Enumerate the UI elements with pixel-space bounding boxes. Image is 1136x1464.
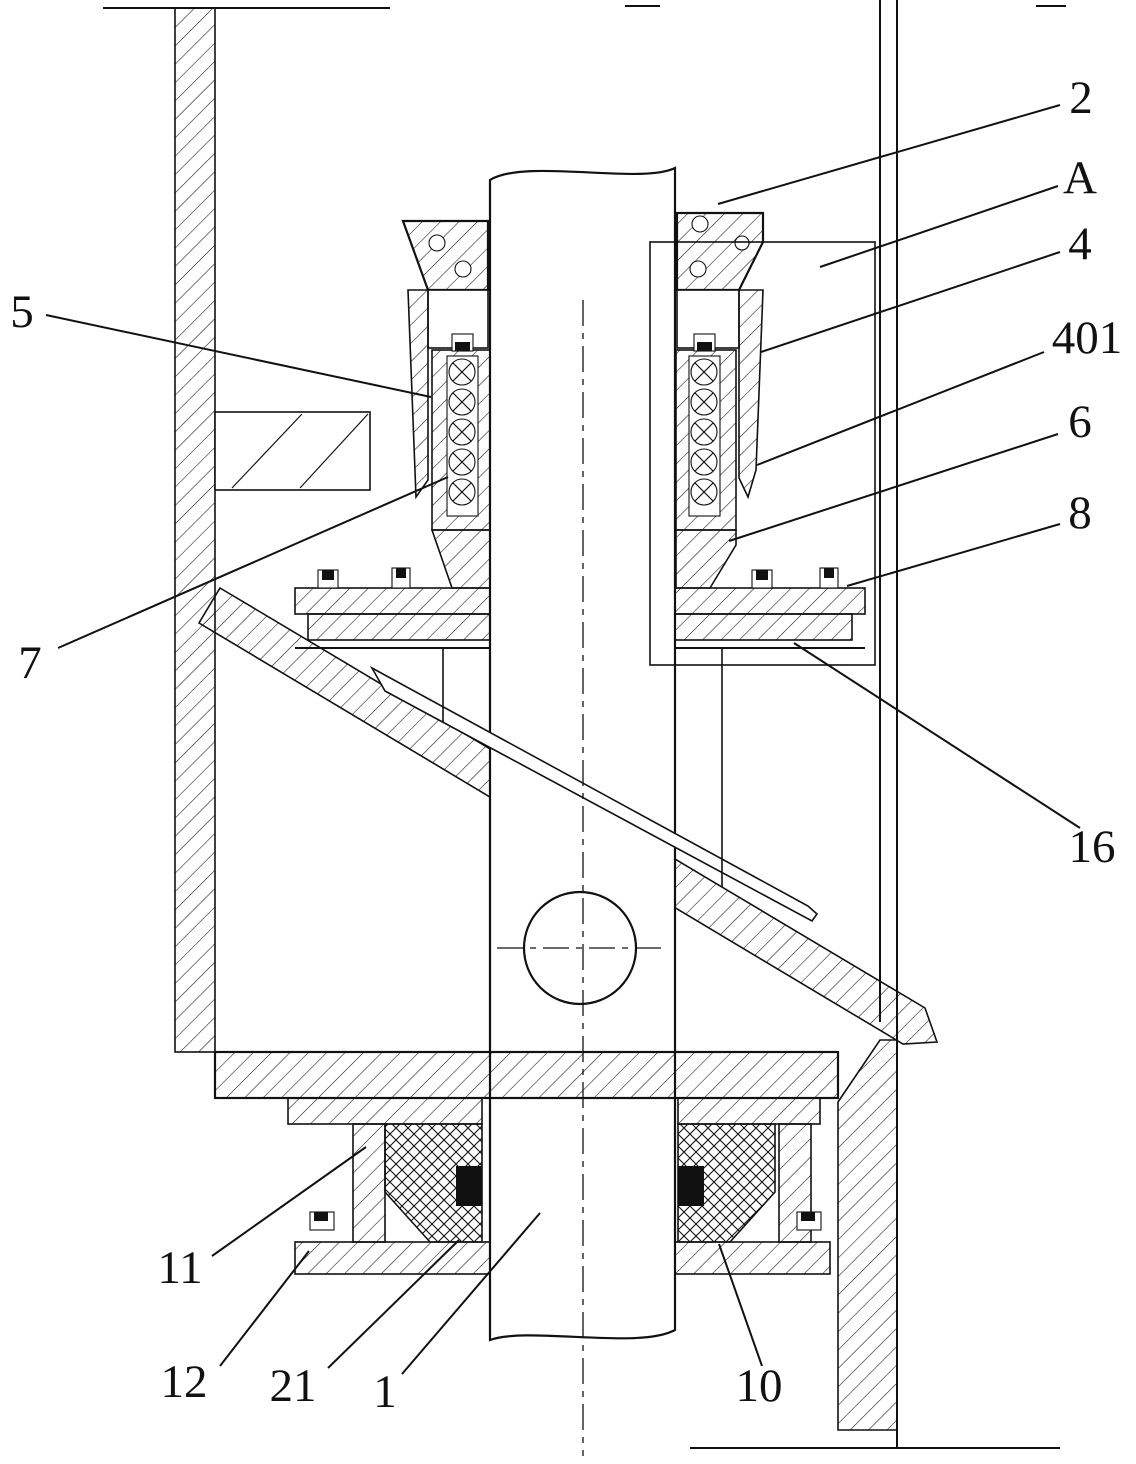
right-flange-lower [674,613,853,641]
leader-16 [793,642,1081,829]
leader-11 [211,1146,367,1257]
left-lower-flange [294,1241,491,1275]
ref-label-11: 11 [157,1242,202,1294]
shaft-center-mark [497,890,666,1006]
ref-label-16: 16 [1069,821,1116,873]
ref-label-A: A [1063,152,1097,204]
right-lower-flange [674,1241,831,1275]
detail-box-A [649,241,876,666]
lower-bearing-assembly [213,1050,840,1275]
bolt-hole-icon [691,215,709,233]
left-gland-cap [401,219,490,292]
tie-rod [369,665,819,923]
left-support-bush [352,1123,386,1243]
bolt-hole-icon [428,234,446,252]
left-hub [430,529,491,589]
right-stack-bolt-head [697,342,712,351]
left-stack-bolt-head [455,342,470,351]
ref-label-5: 5 [10,286,34,338]
ref-label-4: 4 [1068,218,1092,270]
leader-6 [728,433,1059,542]
ref-label-10: 10 [736,1360,783,1412]
base-plate [213,1050,840,1100]
bolt-hole-icon [454,260,472,278]
right-housing-wall [738,289,764,500]
ref-label-1: 1 [373,1366,397,1418]
wall-bracket [214,411,371,491]
leader-12 [219,1250,310,1367]
left-mount-strip [287,1097,483,1125]
ref-label-2: 2 [1069,72,1093,124]
right-rolling-elements [690,358,718,506]
ref-label-7: 7 [18,637,42,689]
right-gland-cap [675,211,765,292]
leader-lines [45,104,1081,1375]
right-hub [675,529,737,589]
left-rolling-elements [448,358,476,506]
left-flange-lower [307,613,491,641]
ref-label-401: 401 [1052,312,1123,364]
left-flange-upper [294,587,491,615]
right-mount-strip [677,1097,821,1125]
leader-10 [718,1243,763,1367]
leader-4 [760,251,1061,353]
reference-labels: 2 A 4 401 6 8 16 5 7 11 12 21 1 10 [10,72,1122,1418]
right-flange-upper [674,587,866,615]
bolt-hole-icon [689,260,707,278]
ref-label-8: 8 [1068,487,1092,539]
right-elastic-block [677,1123,776,1243]
shaft [488,166,677,1342]
bolt-hole-icon [734,235,750,251]
leader-2 [717,104,1061,205]
leader-8 [846,523,1061,587]
leader-A [819,185,1059,268]
upper-bearing-assembly [294,211,866,887]
leader-1 [401,1212,541,1375]
left-wall [174,7,216,1053]
left-seal-ring [456,1166,482,1206]
ref-label-21: 21 [270,1360,317,1412]
ref-label-6: 6 [1068,396,1092,448]
lower-right-wall [837,1039,898,1431]
leader-21 [327,1239,460,1369]
ref-label-12: 12 [161,1356,208,1408]
right-seal-ring [678,1166,704,1206]
leader-5 [45,314,432,398]
leader-401 [756,351,1045,466]
leader-7 [57,476,449,649]
